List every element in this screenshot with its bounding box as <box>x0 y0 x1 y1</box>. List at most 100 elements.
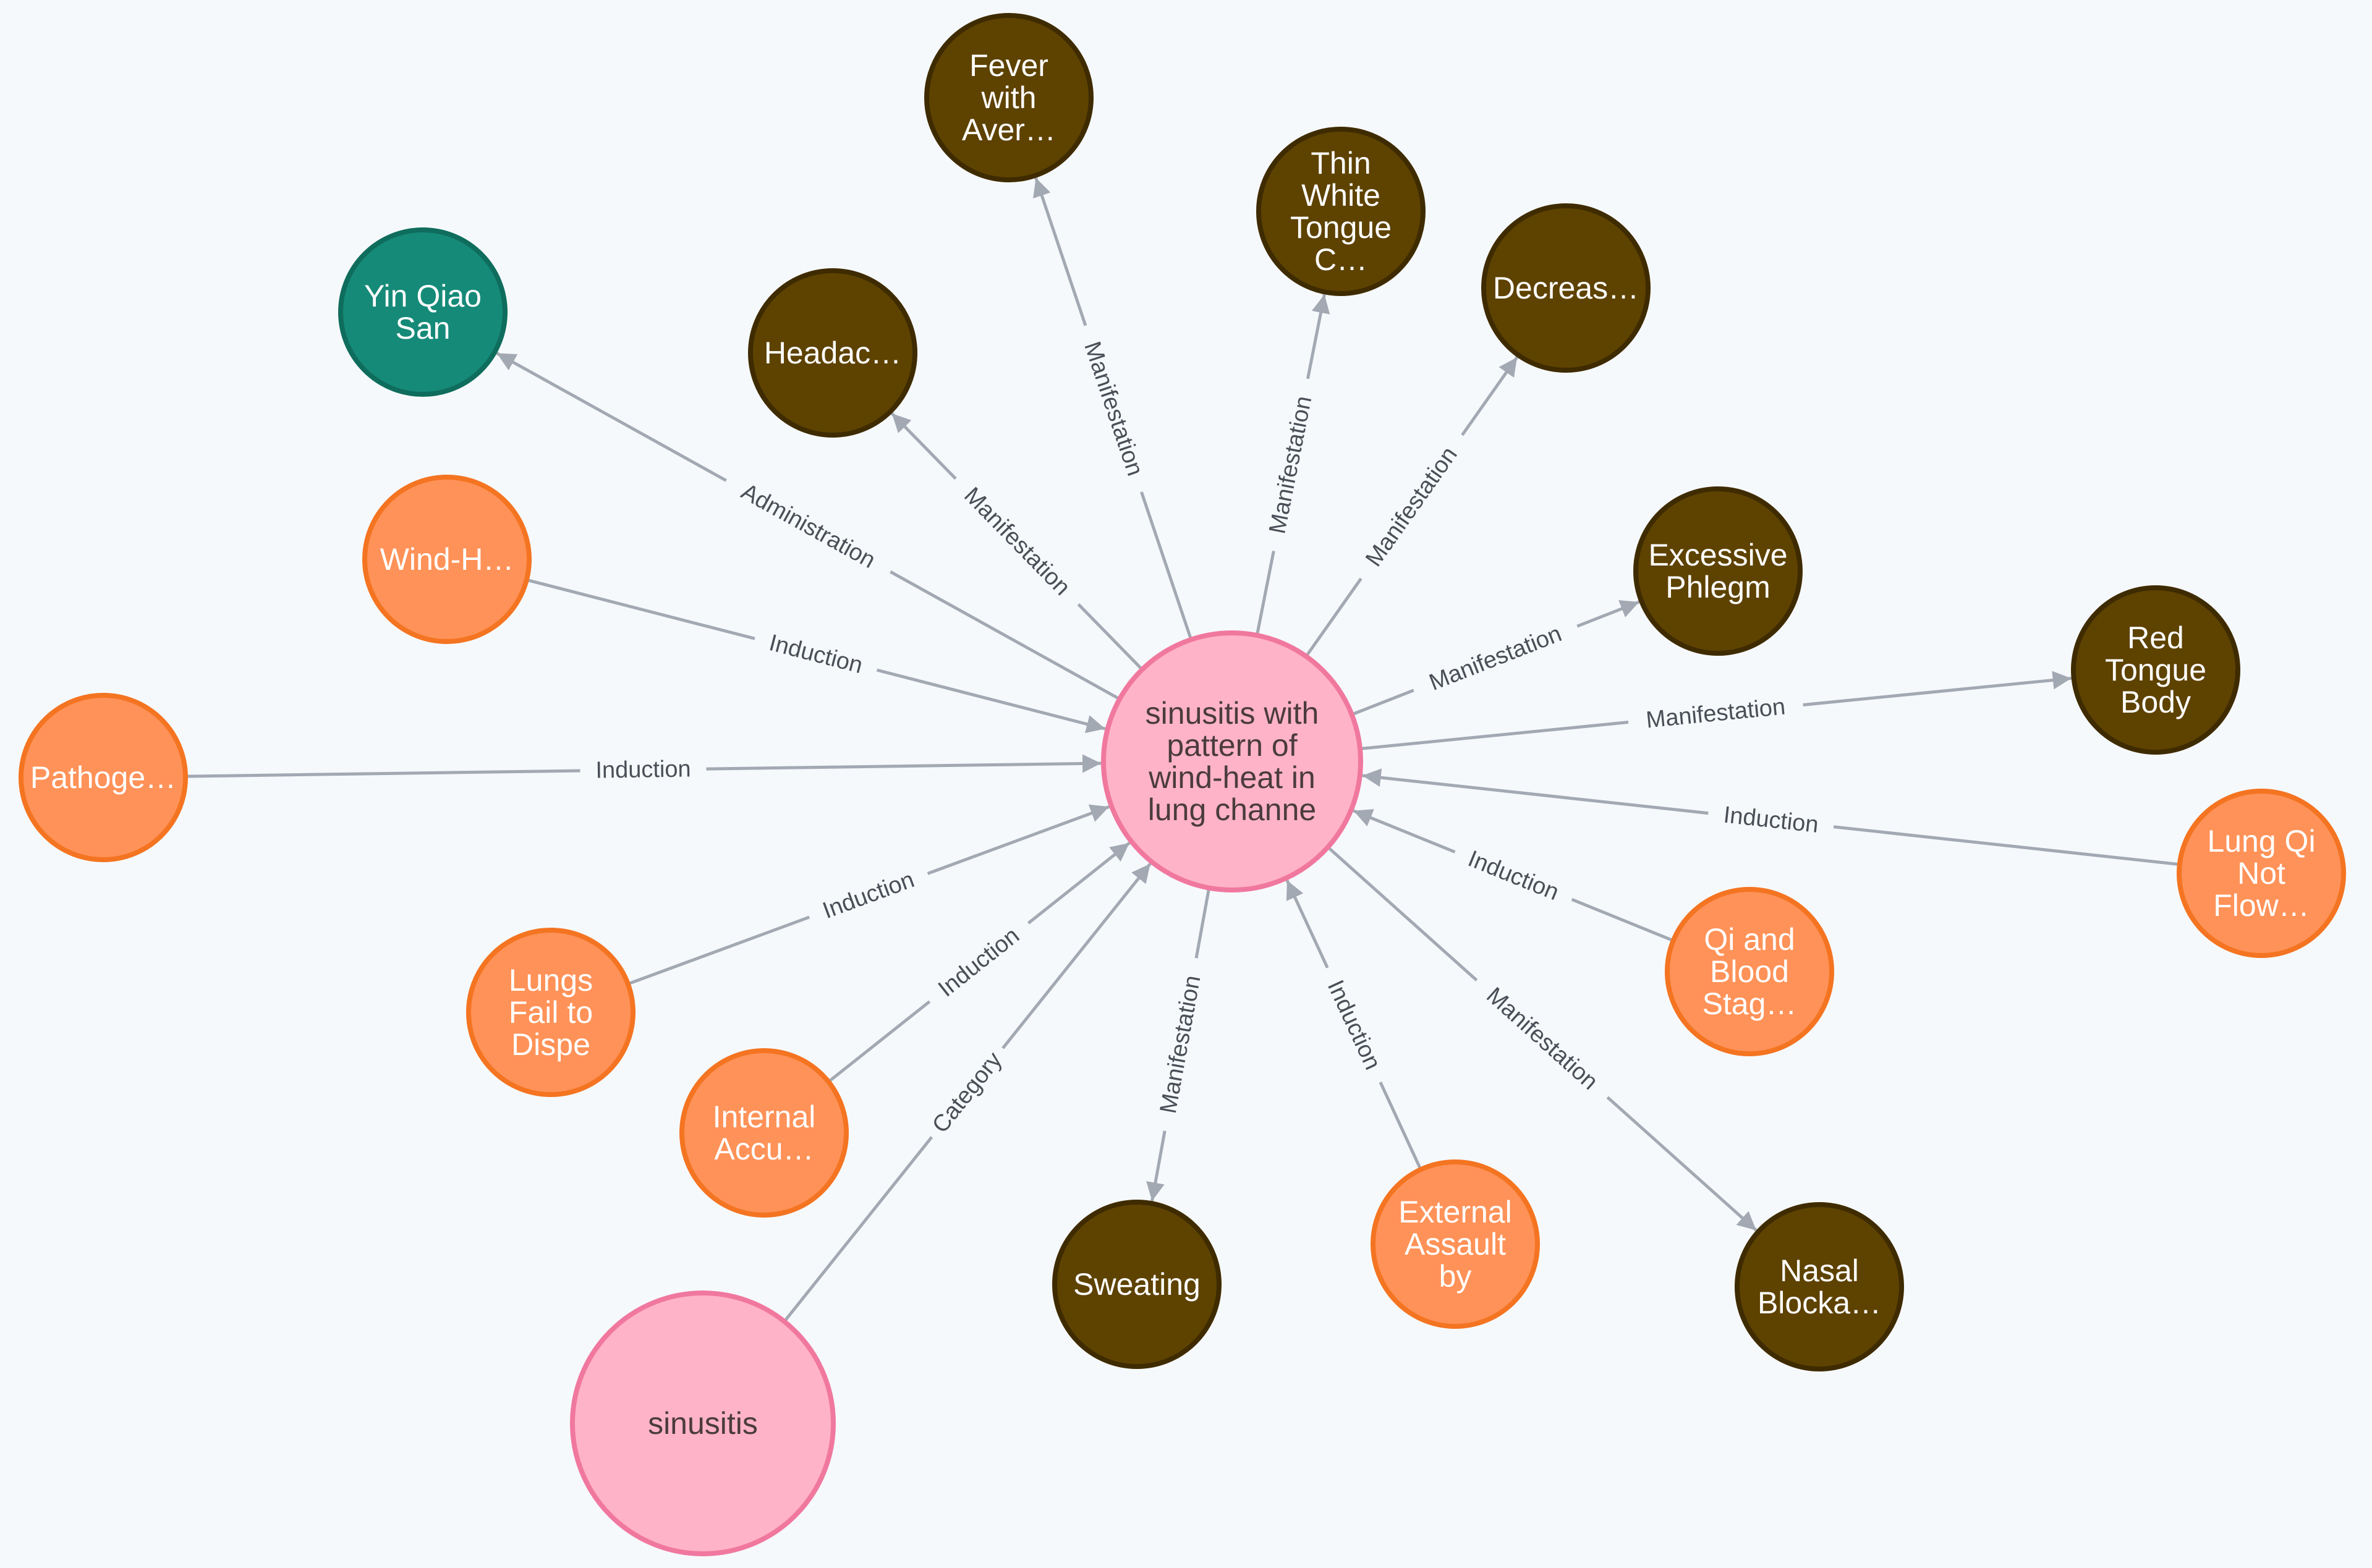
node-label-line: Yin Qiao <box>364 279 482 313</box>
edge-label-background <box>1706 797 1835 843</box>
node-headac[interactable]: Headac… <box>748 268 917 438</box>
edge-manifestation-center-excessive[interactable]: Manifestation <box>1351 600 1640 716</box>
edge-label-group: Manifestation <box>1149 955 1212 1134</box>
node-label-line: San <box>396 311 451 345</box>
edge-label-group: Manifestation <box>1070 320 1157 498</box>
node-label-line: Tongue <box>2105 653 2206 687</box>
node-sweating[interactable]: Sweating <box>1052 1200 1222 1369</box>
node-label-line: with <box>981 80 1037 115</box>
node-label: Pathoge… <box>30 760 176 795</box>
node-label-line: Aver… <box>962 112 1056 147</box>
cause-node-circle <box>1371 1159 1540 1329</box>
node-label: Wind-H… <box>380 542 514 577</box>
edge-label-group: Administration <box>718 466 898 586</box>
node-label-line: Flow… <box>2213 888 2310 923</box>
formula-node-circle <box>338 227 508 397</box>
edge-label-background <box>1348 425 1476 588</box>
edge-label: Induction <box>1722 802 1820 838</box>
edge-manifestation-center-headac[interactable]: Manifestation <box>890 412 1144 671</box>
edge-label-background <box>580 753 707 787</box>
edge-induction-lungsfail-center[interactable]: Induction <box>627 804 1110 986</box>
edge-label-group: Manifestation <box>1408 611 1583 706</box>
cause-node-circle <box>679 1048 849 1218</box>
node-windh[interactable]: Wind-H… <box>362 475 532 644</box>
node-label-line: Red <box>2127 621 2184 655</box>
edge-induction-windh-center[interactable]: Induction <box>526 578 1106 734</box>
node-label-line: Excessive <box>1648 538 1787 572</box>
disease-node-circle <box>1101 630 1363 892</box>
edge-label-group: Category <box>919 1038 1016 1147</box>
edge-label: Induction <box>819 867 917 924</box>
node-label: sinusitis <box>648 1406 758 1441</box>
symptom-node-circle <box>924 13 1094 182</box>
node-label-line: Tongue <box>1290 210 1392 245</box>
cause-node-circle <box>1665 887 1834 1056</box>
edge-induction-pathoge-center[interactable]: Induction <box>185 753 1102 787</box>
node-label-line: sinusitis with <box>1146 696 1319 731</box>
edge-label-background <box>1448 837 1578 915</box>
node-label-line: Internal <box>713 1100 816 1134</box>
node-pathoge[interactable]: Pathoge… <box>19 693 188 862</box>
edge-manifestation-center-thin[interactable]: Manifestation <box>1255 294 1330 636</box>
edge-label-group: Manifestation <box>1257 375 1324 554</box>
node-label-line: White <box>1301 178 1380 213</box>
edge-manifestation-center-redtongue[interactable]: Manifestation <box>1359 671 2072 750</box>
edge-label-background <box>718 466 898 586</box>
edge-label-group: Manifestation <box>1348 425 1476 588</box>
node-label-line: by <box>1439 1259 1472 1294</box>
node-label: Sweating <box>1073 1267 1201 1302</box>
edge-label-group: Manifestation <box>944 467 1090 616</box>
node-label-line: External <box>1398 1195 1511 1229</box>
node-label: Headac… <box>764 336 901 370</box>
node-label-line: Qi and <box>1704 922 1795 957</box>
edge-manifestation-center-decreas[interactable]: Manifestation <box>1304 356 1519 658</box>
node-label-line: Lungs <box>509 963 593 998</box>
node-label-line: Pathoge… <box>30 760 176 795</box>
edge-label-group: Induction <box>750 623 882 686</box>
symptom-node-circle <box>748 268 917 438</box>
edge-induction-external-center[interactable]: Induction <box>1285 879 1422 1171</box>
edge-label-background <box>1257 375 1324 554</box>
node-sinusitis[interactable]: sinusitis <box>570 1290 836 1556</box>
edge-label: Manifestation <box>959 483 1075 601</box>
edge-label-background <box>1408 611 1583 706</box>
edge-induction-lungqi-center[interactable]: Induction <box>1362 768 2180 867</box>
edge-label: Category <box>927 1048 1007 1138</box>
node-label-line: Blocka… <box>1758 1286 1881 1320</box>
edge-label-background <box>750 623 882 686</box>
edge-label-background <box>1466 968 1618 1109</box>
edge-manifestation-center-sweating[interactable]: Manifestation <box>1146 888 1212 1201</box>
node-label-line: Fail to <box>509 995 593 1030</box>
node-label-line: Assault <box>1405 1227 1506 1261</box>
edge-label-group: Induction <box>1706 797 1835 843</box>
symptom-node-circle <box>1633 486 1803 656</box>
node-decreas[interactable]: Decreas… <box>1481 203 1651 373</box>
node-label-line: Not <box>2237 856 2285 891</box>
edge-induction-qiblood-center[interactable]: Induction <box>1353 809 1674 943</box>
node-label-line: lung channe <box>1148 792 1316 827</box>
node-label-line: Dispe <box>511 1027 590 1062</box>
node-label: Decreas… <box>1493 271 1639 305</box>
